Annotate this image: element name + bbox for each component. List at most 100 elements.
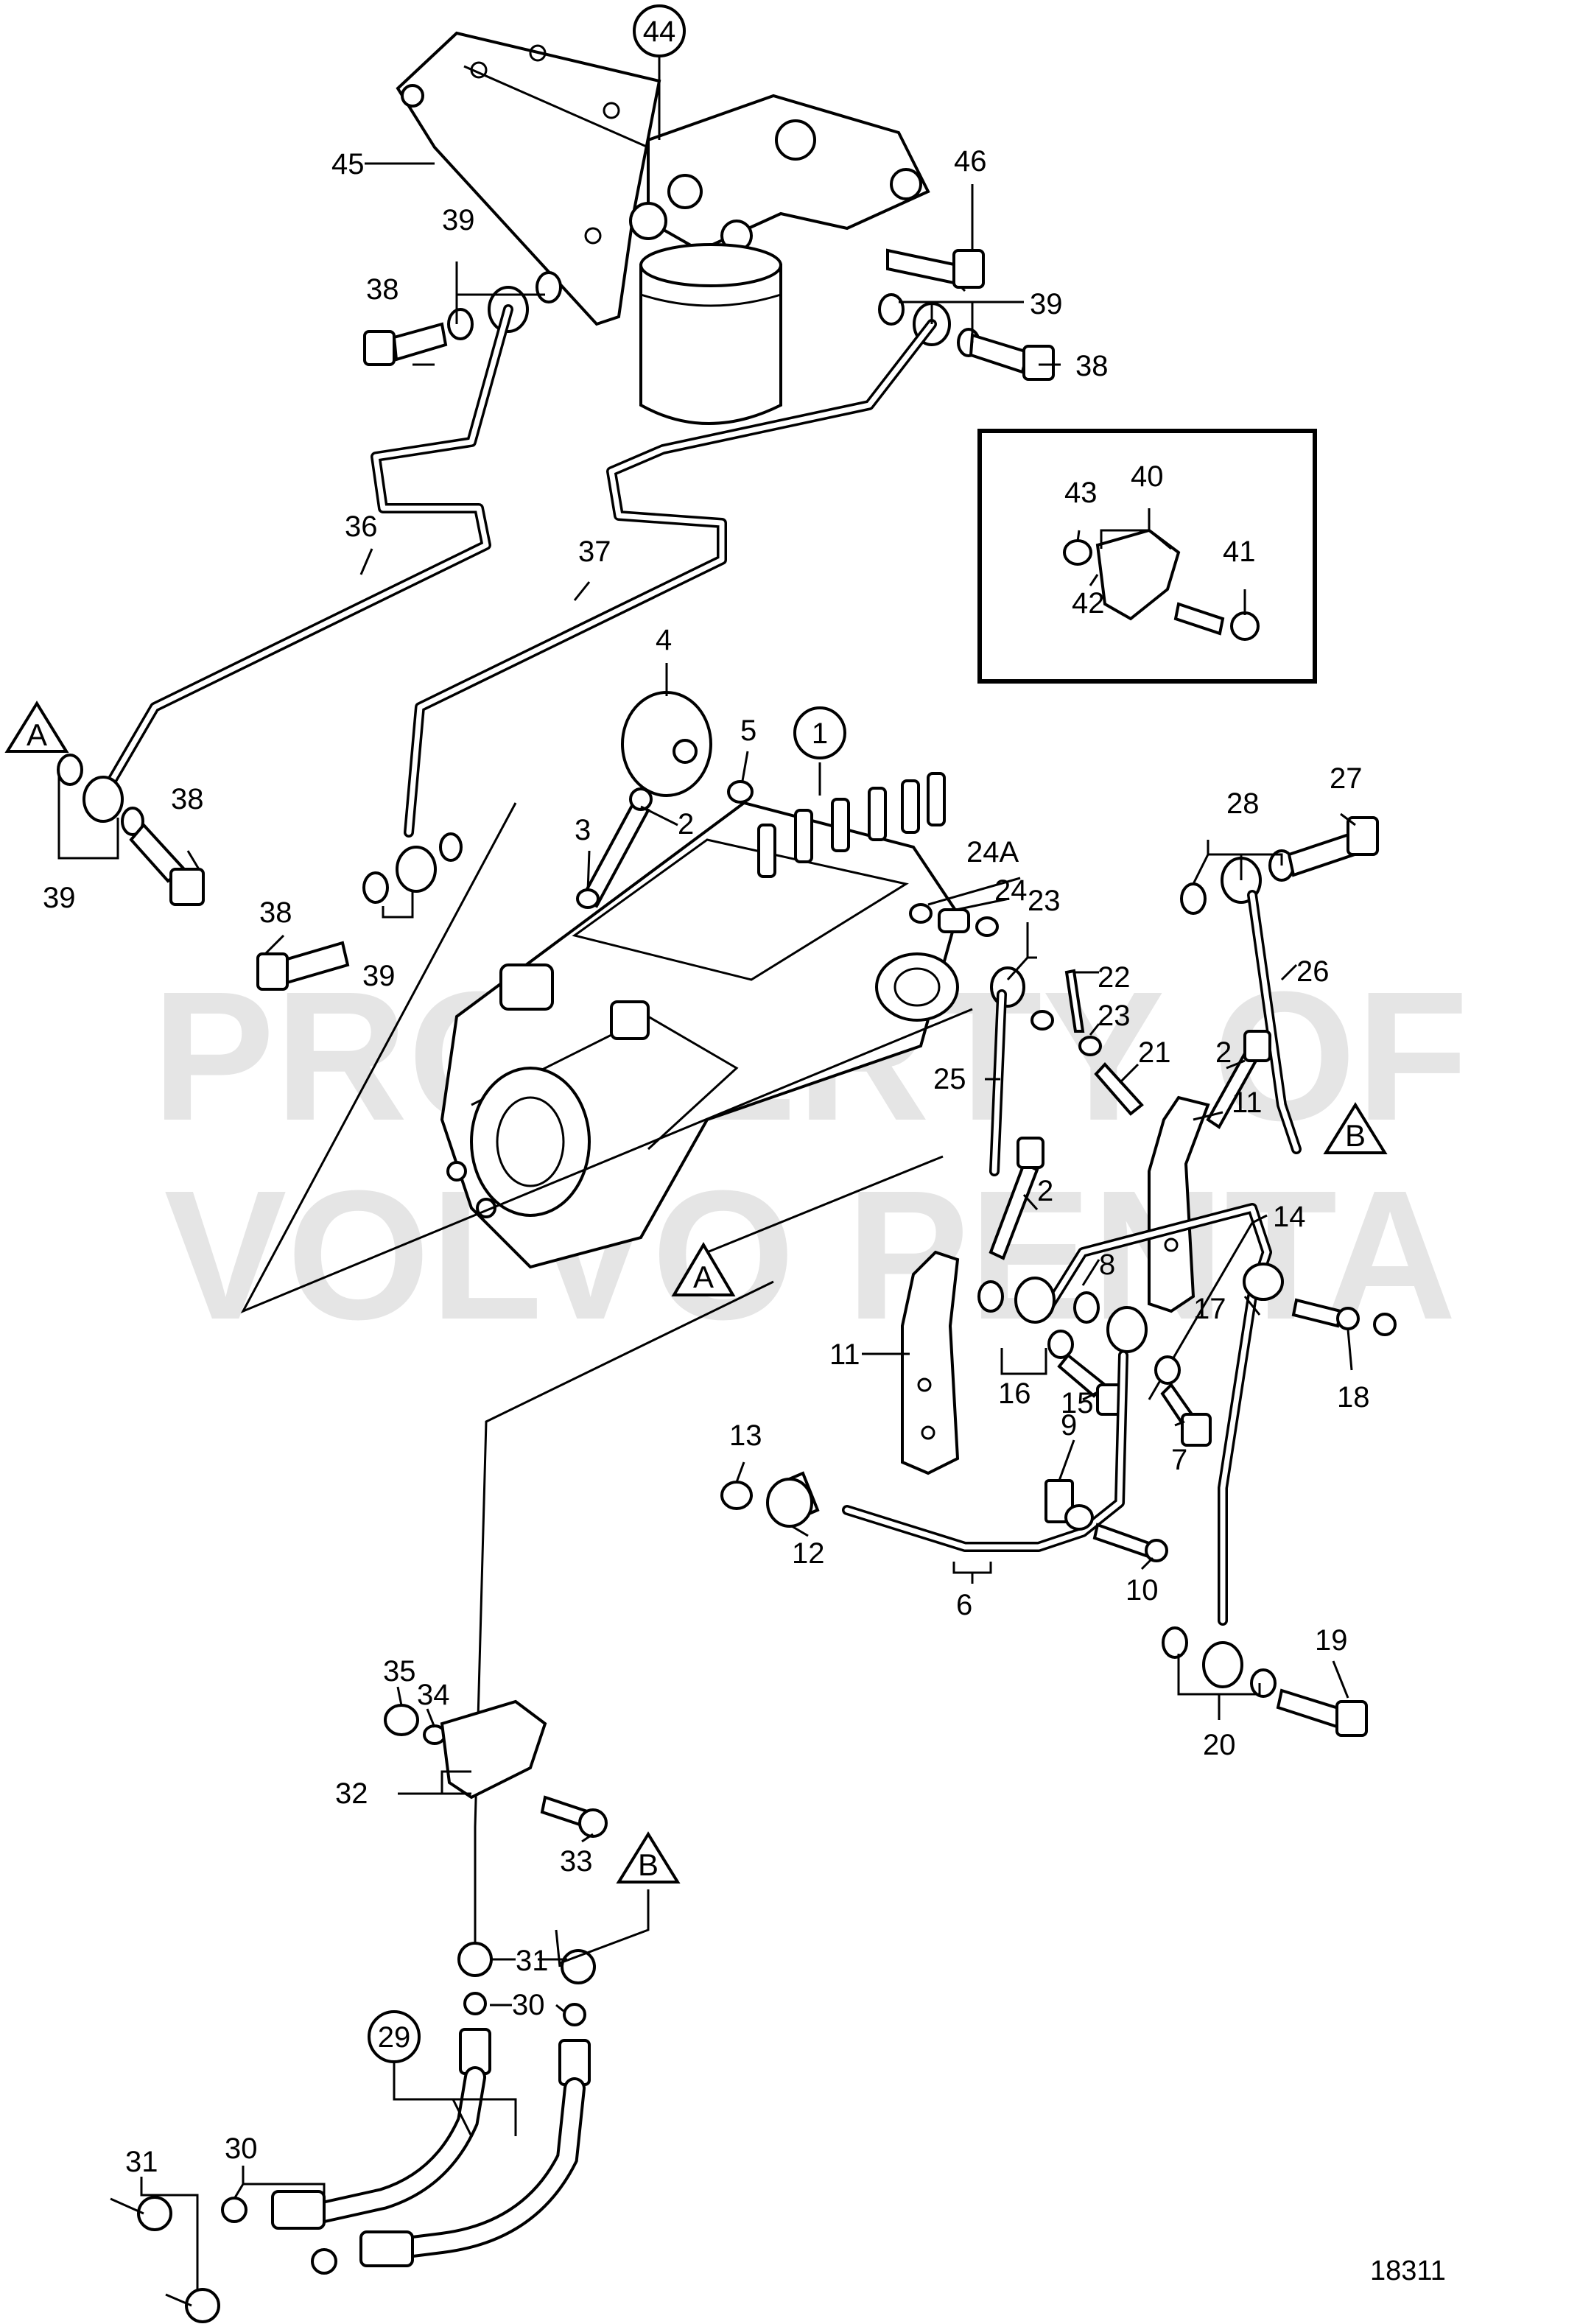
label-39-mid: 39 [362,960,396,992]
label-7: 7 [1171,1444,1187,1476]
label-39-left: 39 [43,882,76,914]
label-19: 19 [1315,1624,1348,1657]
label-27: 27 [1330,762,1363,795]
label-39-top-left: 39 [442,204,475,236]
fuel-filter-bracket [396,31,661,326]
label-11-right: 11 [1232,1086,1263,1119]
label-25: 25 [933,1063,966,1095]
banjo-group-mid [256,832,463,991]
banjo-group-left [57,754,205,906]
label-6: 6 [956,1589,972,1621]
label-8: 8 [1099,1249,1115,1281]
label-5: 5 [740,715,756,747]
label-31-top: 31 [516,1945,549,1977]
label-21: 21 [1138,1036,1171,1069]
pipe-14 [1041,1203,1272,1626]
banjo-group-20 [1162,1626,1368,1737]
label-35: 35 [383,1655,416,1688]
label-41: 41 [1223,536,1256,568]
label-40: 40 [1131,460,1164,493]
ref-marker-a-left: A [4,701,69,753]
pipe-6 [842,1350,1128,1552]
label-31-bottom: 31 [125,2146,158,2178]
svg-text:29: 29 [378,2021,411,2054]
label-38-mid: 38 [259,896,292,929]
label-2-top: 2 [678,808,694,840]
bracket-11-right [1148,1095,1210,1313]
svg-text:44: 44 [643,15,676,48]
screw-18 [1373,1313,1397,1336]
ref-marker-a-center-label: A [693,1260,714,1294]
ref-marker-a-center: A [671,1242,736,1296]
label-38-top-left: 38 [366,273,399,306]
label-32: 32 [335,1777,368,1810]
label-26: 26 [1296,955,1330,988]
label-36: 36 [345,510,378,543]
label-45: 45 [331,148,365,180]
label-17: 17 [1193,1293,1226,1325]
label-20: 20 [1203,1729,1236,1761]
bracket-11-left [901,1250,960,1475]
label-14: 14 [1273,1201,1306,1233]
label-38-left: 38 [171,783,204,815]
ref-marker-b-right: B [1323,1102,1388,1154]
label-39-top-right: 39 [1030,288,1063,320]
part-2-3-screw [576,787,653,909]
hose-assembly-29 [110,1827,596,2323]
ref-marker-b-bottom: B [616,1831,681,1884]
injection-pump [440,772,960,1269]
label-33: 33 [560,1845,593,1878]
fuel-pipe-37 [404,319,937,838]
banjo-bolt-38-left-top [363,271,562,366]
ref-marker-b-bottom-label: B [638,1847,659,1882]
circled-label-1: 1 [793,706,846,759]
bolt-2-upper [1206,1030,1271,1129]
label-30-top: 30 [512,1989,545,2021]
label-18: 18 [1337,1381,1370,1414]
label-34: 34 [417,1679,450,1711]
circled-label-44: 44 [633,4,686,57]
label-16: 16 [998,1377,1031,1410]
label-37: 37 [578,536,611,568]
label-22: 22 [1098,961,1131,994]
label-15: 15 [1061,1387,1094,1419]
label-13: 13 [729,1419,762,1452]
ref-marker-a-left-label: A [27,717,47,752]
fuel-pipe-36 [98,304,513,801]
label-43: 43 [1064,477,1098,509]
label-23-upper: 23 [1028,885,1061,917]
label-30-bottom: 30 [225,2132,258,2165]
bolt-46 [886,248,985,289]
label-46: 46 [954,145,987,178]
label-2-right: 2 [1215,1036,1232,1069]
fuel-filter-head [629,94,930,253]
ref-marker-b-right-label: B [1345,1118,1366,1153]
bolt-2-lower [989,1137,1044,1260]
label-23-lower: 23 [1098,1000,1131,1032]
figure-number: 18311 [1370,2255,1446,2286]
clamp-32 [384,1699,608,1838]
banjo-bolt-38-right-top [878,293,1055,381]
pipe-26 [1247,890,1302,1154]
label-28: 28 [1226,787,1260,820]
svg-text:1: 1 [812,717,828,750]
circled-label-29: 29 [368,2010,421,2063]
fitting-group-28 [1180,816,1379,915]
lead-line-pump-to-clamp [474,1280,774,1828]
label-12: 12 [792,1537,825,1570]
leader-lines [57,48,1356,2291]
inset-clamp-detail [977,429,1317,684]
clamp-17 [1243,1263,1360,1330]
label-2-lower: 2 [1037,1175,1053,1207]
label-42: 42 [1072,587,1105,619]
label-24a: 24A [966,836,1019,868]
part-4-diaphragm [621,691,754,804]
part-13-12 [720,1471,820,1528]
pipe-25 [989,989,1007,1176]
label-38-top-right: 38 [1075,350,1109,382]
label-24: 24 [994,874,1028,907]
clip-9-screw-10 [1044,1479,1168,1562]
fuel-filter-canister [639,243,782,425]
label-4: 4 [656,624,672,656]
